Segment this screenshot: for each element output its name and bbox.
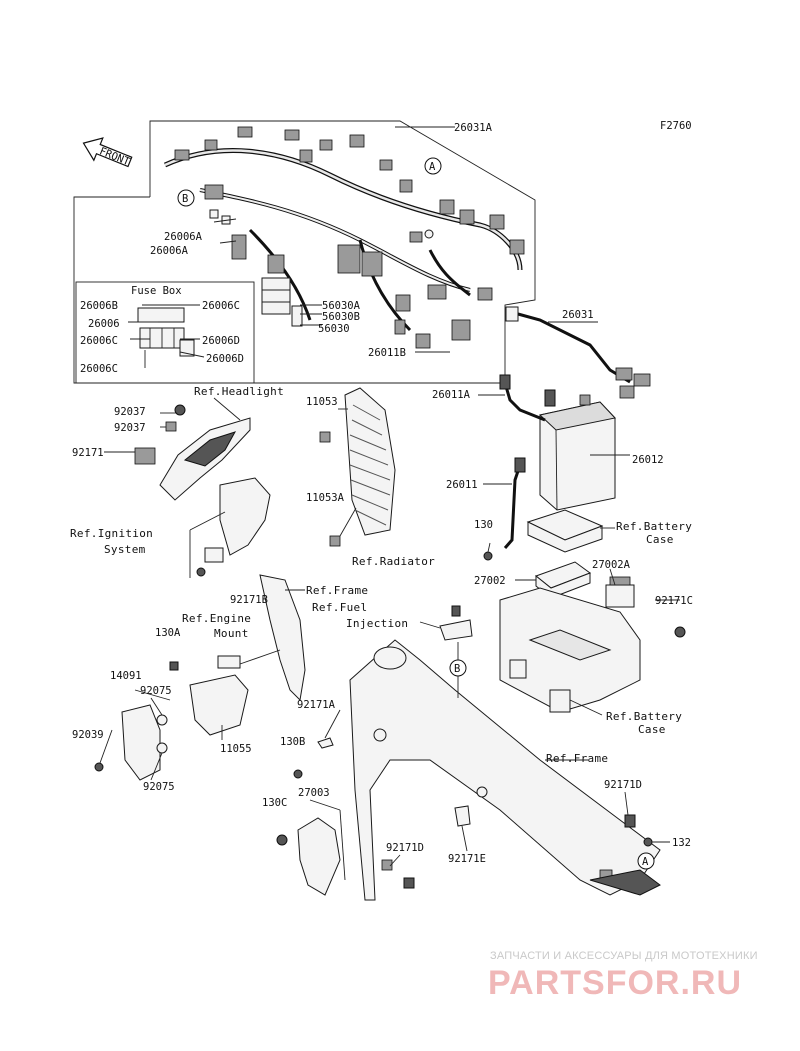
ref-fuel-line1: Ref.Fuel (312, 601, 367, 614)
harness-outline (73, 120, 536, 384)
part-label: 26031A (454, 122, 493, 134)
part-label: 130 (474, 519, 493, 531)
part-label: 26006 (88, 318, 120, 330)
battery-cables (478, 374, 546, 561)
reference-labels: Ref.Headlight Ref.Ignition System Ref.Ra… (70, 385, 692, 765)
part-label: 92171D (604, 779, 642, 791)
part-label: 130C (262, 797, 287, 809)
ignition-bracket (189, 477, 271, 578)
part-label: 27002A (592, 559, 631, 571)
front-label: FRONT (98, 145, 132, 168)
callout-b-label: B (182, 193, 188, 205)
part-label: 26006C (202, 300, 240, 312)
callout-b-top: B (177, 189, 195, 207)
part-label: 92037 (114, 422, 146, 434)
callout-a-label: A (429, 161, 436, 173)
part-labels: 26031A 26006A 26006A 56030A 56030B 56030… (72, 122, 693, 865)
watermark-brand: PARTSFOR.RU (488, 964, 743, 1002)
part-label: 26031 (562, 309, 594, 321)
radiator-screen (319, 387, 396, 547)
part-label: 92037 (114, 406, 146, 418)
part-label: 26011B (368, 347, 406, 359)
horn-27003 (276, 769, 415, 896)
part-label: 26006D (206, 353, 244, 365)
part-label: 27002 (474, 575, 506, 587)
part-label: 26006C (80, 363, 118, 375)
relay-27002A (605, 568, 635, 608)
part-label: 11053 (306, 396, 338, 408)
part-label: 26011 (446, 479, 478, 491)
part-label: 92171C (655, 595, 693, 607)
ref-battery-case-top-line2: Case (646, 533, 674, 546)
ref-battery-case-top-line1: Ref.Battery (616, 520, 692, 533)
frame-rail-upper (239, 574, 306, 702)
part-label: 92075 (140, 685, 172, 697)
part-label: 27003 (298, 787, 330, 799)
ref-frame-bottom: Ref.Frame (546, 752, 608, 765)
part-label: 14091 (110, 670, 142, 682)
callout-b-bottom: B (449, 659, 467, 677)
battery-case-cover (526, 509, 615, 553)
part-label: 26006D (202, 335, 240, 347)
part-label: 130A (155, 627, 181, 639)
sub-harness-26031 (505, 306, 651, 399)
battery (538, 389, 630, 511)
part-label: 92171D (386, 842, 424, 854)
ref-battery-case-bottom-line2: Case (638, 723, 666, 736)
front-arrow-icon: FRONT (82, 137, 133, 168)
callout-b-label-2: B (454, 663, 460, 675)
fuse-box-title: Fuse Box (131, 285, 182, 297)
ref-ignition-line2: System (104, 543, 146, 556)
ref-fuel-line2: Injection (346, 617, 408, 630)
part-label: 92171 (72, 447, 104, 459)
fuse-box-frame (75, 281, 255, 384)
ref-battery-case-bottom-line1: Ref.Battery (606, 710, 682, 723)
figure-code: F2760 (660, 120, 692, 132)
callout-a-label-2: A (642, 856, 649, 868)
part-label: 56030 (318, 323, 350, 335)
main-frame (349, 639, 661, 901)
part-label: 56030B (322, 311, 360, 323)
fuel-injection-bracket (419, 605, 473, 698)
ref-radiator: Ref.Radiator (352, 555, 435, 568)
part-label: 26006A (150, 245, 189, 257)
ref-engine-mount-line2: Mount (214, 627, 249, 640)
ref-ignition-line1: Ref.Ignition (70, 527, 153, 540)
ref-headlight: Ref.Headlight (194, 385, 284, 398)
battery-case (499, 587, 686, 716)
part-label: 132 (672, 837, 691, 849)
part-label: 56030A (322, 300, 361, 312)
part-label: 92171A (297, 699, 336, 711)
engine-mount (94, 655, 249, 781)
wiring-harness (137, 126, 525, 357)
harness-leaders (128, 126, 455, 368)
part-label: 26006C (80, 335, 118, 347)
part-label: 92075 (143, 781, 175, 793)
ref-frame-top: Ref.Frame (306, 584, 368, 597)
part-label: 26006B (80, 300, 118, 312)
ref-engine-mount-line1: Ref.Engine (182, 612, 251, 625)
frame-clamps (317, 709, 670, 867)
part-label: 11055 (220, 743, 252, 755)
part-label: 26011A (432, 389, 471, 401)
watermark-tagline: ЗАПЧАСТИ И АКСЕССУАРЫ ДЛЯ МОТОТЕХНИКИ (490, 950, 758, 962)
part-label: 130B (280, 736, 305, 748)
headlight-bracket (104, 397, 251, 501)
callout-a-top: A (424, 157, 442, 175)
part-label: 92039 (72, 729, 104, 741)
part-label: 26006A (164, 231, 203, 243)
part-label: 92171B (230, 594, 268, 606)
part-label: 26012 (632, 454, 664, 466)
part-label: 11053A (306, 492, 345, 504)
part-label: 92171E (448, 853, 486, 865)
callout-a-bottom: A (637, 852, 655, 870)
